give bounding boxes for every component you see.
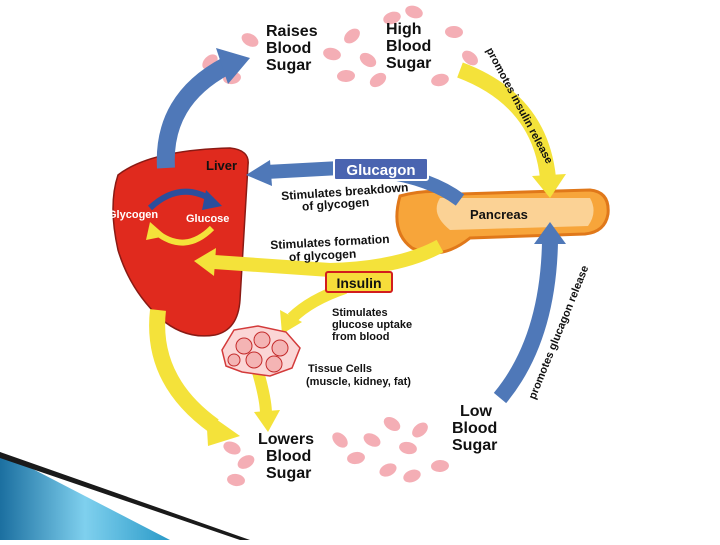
high-blood-sugar-label: High Blood Sugar [386, 21, 431, 72]
liver-to-raises-arrow [156, 48, 250, 169]
tissue-line-2: (muscle, kidney, fat) [306, 376, 411, 388]
blood-cell [383, 11, 401, 25]
pancreas-organ [395, 188, 610, 255]
slide-corner-decoration [0, 452, 250, 540]
liver-label: Liver [206, 158, 237, 173]
glucose-to-glycogen-arrowhead [146, 222, 166, 240]
svg-text:Sugar: Sugar [266, 465, 311, 482]
svg-text:Lowers: Lowers [258, 431, 314, 448]
blood-cell [379, 463, 397, 477]
svg-text:Sugar: Sugar [266, 57, 311, 74]
glucagon-label: Glucagon [346, 162, 415, 179]
high-to-pancreas-arrow [457, 62, 566, 198]
blood-cell [241, 33, 259, 47]
blood-cell [344, 28, 360, 44]
blood-cell [237, 455, 255, 469]
uptake-line-2: glucose uptake [332, 319, 412, 331]
blood-cell [405, 5, 423, 19]
promotes-insulin-caption: promotes insulin release [483, 46, 554, 166]
blood-cell [399, 441, 417, 455]
blood-cell [332, 432, 348, 448]
tissue-cells-cluster [221, 325, 301, 377]
lowers-blood-sugar-label: Lowers Blood Sugar [258, 431, 314, 482]
glucagon-label-box: Glucagon [333, 157, 429, 181]
uptake-line-3: from blood [332, 331, 389, 343]
low-to-pancreas-arrow [493, 222, 566, 404]
breakdown-line-2: of glycogen [301, 195, 369, 214]
svg-text:Raises: Raises [266, 23, 318, 40]
glycogen-label: Glycogen [108, 209, 158, 221]
blood-cell [445, 25, 463, 39]
tissue-line-1: Tissue Cells [308, 363, 372, 375]
blood-cell [337, 69, 355, 83]
svg-text:High: High [386, 21, 422, 38]
blood-cell [412, 422, 428, 438]
formation-caption: Stimulates formation of glycogen [270, 232, 390, 265]
blood-cell [462, 50, 478, 66]
glucose-label: Glucose [186, 213, 229, 225]
blood-cell [369, 72, 387, 88]
blood-cell [431, 73, 449, 87]
blood-cell [431, 459, 449, 473]
svg-text:Blood: Blood [452, 420, 497, 437]
svg-text:Blood: Blood [266, 448, 311, 465]
svg-text:Sugar: Sugar [386, 55, 431, 72]
uptake-line-1: Stimulates [332, 307, 388, 319]
formation-line-2: of glycogen [289, 247, 357, 265]
blood-cell [359, 52, 377, 68]
svg-text:Low: Low [460, 403, 493, 420]
insulin-arrow-to-liver [194, 239, 444, 278]
low-blood-sugar-label: Low Blood Sugar [452, 403, 497, 454]
raises-blood-sugar-label: Raises Blood Sugar [266, 23, 318, 74]
breakdown-caption: Stimulates breakdown of glycogen [281, 180, 409, 214]
pancreas-label: Pancreas [470, 207, 528, 222]
glycogen-to-glucose-arrowhead [202, 190, 222, 210]
blood-cell [323, 47, 341, 61]
insulin-label: Insulin [336, 275, 381, 291]
blood-cell [223, 441, 241, 455]
formation-line-1: Stimulates formation [270, 232, 390, 252]
svg-text:Blood: Blood [386, 38, 431, 55]
insulin-label-box: Insulin [325, 271, 393, 293]
liver-to-lowers-arrow [149, 309, 240, 446]
blood-cell [363, 433, 381, 447]
svg-text:Blood: Blood [266, 40, 311, 57]
blood-cell [403, 469, 421, 483]
blood-cell [227, 473, 245, 487]
blood-cell [347, 451, 365, 465]
svg-text:Sugar: Sugar [452, 437, 497, 454]
blood-cell [383, 416, 401, 432]
tissue-to-lowers-arrow [252, 370, 280, 432]
